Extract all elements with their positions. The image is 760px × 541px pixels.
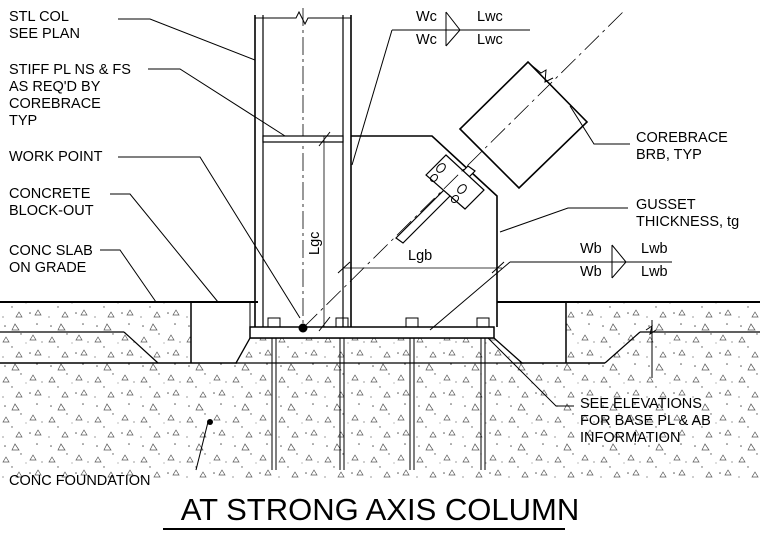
label-text: BLOCK-OUT — [9, 203, 94, 219]
leader-lines — [100, 18, 630, 471]
label-text: THICKNESS, tg — [636, 214, 740, 230]
gusset-plate — [318, 131, 505, 332]
weld-base-length-top: Lwb — [641, 241, 668, 257]
label-text: COREBRACE — [636, 130, 728, 146]
weld-column-length-bottom: Lwc — [477, 32, 503, 48]
label-text: SEE ELEVATIONS — [580, 396, 702, 412]
label-text: SEE PLAN — [9, 26, 80, 42]
drawing-title: AT STRONG AXIS COLUMN — [180, 492, 580, 527]
label-gusset: GUSSET THICKNESS, tg — [636, 197, 739, 231]
dimension-lgb: Lgb — [408, 248, 433, 264]
weld-column-size-bottom: Wc — [416, 32, 437, 48]
brace-centerline — [302, 9, 626, 329]
label-text: STIFF PL NS & FS — [9, 62, 131, 78]
steel-column — [254, 8, 352, 330]
weld-base-length-bottom: Lwb — [641, 264, 668, 280]
foundation-leader-dot — [207, 419, 213, 425]
label-text: CONC FOUNDATION — [9, 473, 151, 489]
dimension-lgc: Lgc — [307, 231, 323, 255]
work-point-marker — [298, 323, 308, 333]
label-corebrace: COREBRACE BRB, TYP — [636, 130, 728, 164]
label-stl-col: STL COL SEE PLAN — [9, 9, 80, 43]
label-text: CONC SLAB — [9, 243, 93, 259]
weld-symbol-base — [510, 244, 672, 279]
label-stiff-pl: STIFF PL NS & FS AS REQ'D BY COREBRACE T… — [9, 62, 131, 130]
weld-base-size-bottom: Wb — [580, 264, 602, 280]
anchor-bolts — [267, 317, 490, 470]
weld-column-length-top: Lwc — [477, 9, 503, 25]
label-text: WORK POINT — [9, 149, 103, 165]
label-see-elevations: SEE ELEVATIONS FOR BASE PL & AB INFORMAT… — [580, 396, 711, 447]
stiffener-plate — [262, 135, 344, 143]
label-text: ON GRADE — [9, 260, 87, 276]
weld-base-size-top: Wb — [580, 241, 602, 257]
weld-column-size-top: Wc — [416, 9, 437, 25]
concrete-slab-right — [497, 301, 760, 378]
corebrace-brb — [395, 60, 589, 244]
label-conc-foundation: CONC FOUNDATION — [9, 473, 151, 490]
label-text: INFORMATION — [580, 430, 681, 446]
base-plate — [249, 326, 495, 339]
concrete-foundation — [0, 362, 760, 478]
label-conc-slab: CONC SLAB ON GRADE — [9, 243, 93, 277]
label-text: BRB, TYP — [636, 147, 702, 163]
label-text: COREBRACE — [9, 96, 101, 112]
label-text: STL COL — [9, 9, 69, 25]
concrete-slab-left — [0, 301, 258, 364]
label-text: AS REQ'D BY — [9, 79, 101, 95]
weld-symbol-column — [392, 11, 530, 47]
label-text: CONCRETE — [9, 186, 91, 202]
label-concrete-block-out: CONCRETE BLOCK-OUT — [9, 186, 94, 220]
label-work-point: WORK POINT — [9, 149, 102, 166]
label-text: FOR BASE PL & AB — [580, 413, 711, 429]
title-underline — [163, 528, 565, 530]
label-text: TYP — [9, 113, 38, 129]
label-text: GUSSET — [636, 197, 696, 213]
